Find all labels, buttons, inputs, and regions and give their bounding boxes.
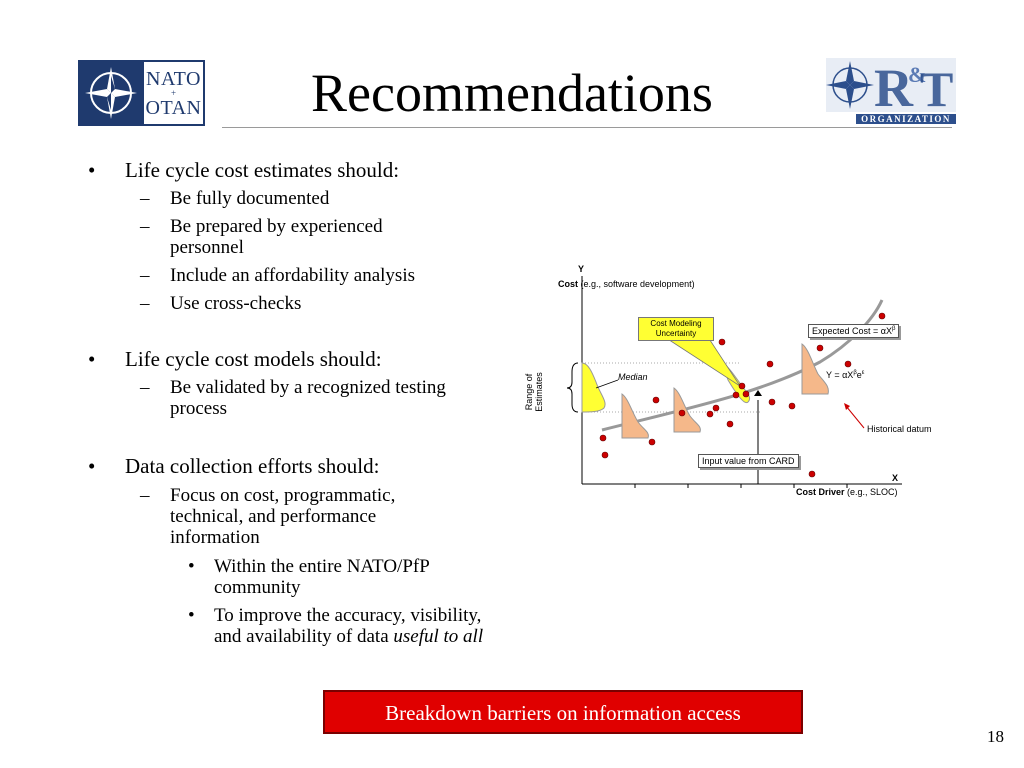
sub-bullet-text: Be validated by a recognized testing pro… [170, 377, 446, 419]
y-axis-label-bold: Cost [558, 279, 578, 289]
uncertainty-line2: Uncertainty [655, 329, 697, 338]
sub-bullet-text: Be fully documented [170, 188, 330, 209]
historical-point [742, 390, 750, 398]
input-arrow-head [754, 390, 762, 396]
expected-cost-sup: β [892, 326, 896, 332]
uncertainty-line1: Cost Modeling [650, 319, 702, 328]
historical-point [878, 312, 886, 320]
y-axis-letter: Y [578, 264, 585, 274]
svg-text:&: & [908, 62, 926, 87]
model-sup2: ε [861, 370, 865, 376]
x-axis-label-bold: Cost Driver [796, 487, 845, 497]
historical-datum-arrow [845, 405, 865, 429]
x-axis-label-rest: (e.g., SLOC) [847, 487, 898, 497]
bullet-dot: • [88, 158, 96, 182]
rt-compass-icon [826, 61, 874, 109]
historical-point [718, 338, 726, 346]
nato-logo-line2: OTAN [145, 96, 202, 119]
range-label-line2: Estimates [533, 372, 544, 412]
distribution-orange [673, 387, 701, 433]
rt-organization-logo: R & T ORGANIZATION [826, 56, 956, 124]
range-brace [566, 362, 579, 413]
bullet-2-text: Life cycle cost models should: [125, 347, 382, 371]
sub-sub-bullet-plain: To improve the accuracy, visibility, and… [214, 605, 482, 647]
distribution-orange [621, 393, 649, 439]
rt-logo-subtitle: ORGANIZATION [856, 114, 956, 124]
median-label: Median [618, 372, 648, 382]
nato-logo-separator: + [170, 87, 177, 98]
historical-point [599, 434, 607, 442]
median-pointer [595, 379, 619, 389]
historical-point [652, 396, 660, 404]
historical-point [738, 382, 746, 390]
sub-bullet-text: Include an affordability analysis [170, 265, 415, 286]
nato-logo-line1: NATO [146, 67, 201, 90]
cost-estimating-diagram: Y Cost (e.g., software development) X Co… [524, 262, 950, 502]
range-of-estimates-label: Range of Estimates [524, 372, 544, 412]
model-sup1: β [853, 370, 857, 376]
y-axis-label-rest: (e.g., software development) [580, 279, 695, 289]
historical-point [808, 470, 816, 478]
cost-modeling-uncertainty-box: Cost Modeling Uncertainty [638, 317, 714, 341]
expected-cost-box: Expected Cost = αXβ [808, 324, 900, 338]
x-axis-letter: X [892, 473, 899, 483]
model-mid: e [856, 370, 862, 380]
historical-point [816, 344, 824, 352]
historical-point [788, 402, 796, 410]
range-label-line1: Range of [523, 373, 534, 411]
nato-compass-icon [85, 67, 137, 119]
historical-point [732, 391, 740, 399]
sub-bullet-text: Use cross-checks [170, 293, 302, 314]
nato-logo-text: NATO + OTAN [142, 60, 205, 126]
x-axis-label: Cost Driver (e.g., SLOC) [796, 487, 898, 497]
historical-point [678, 409, 686, 417]
historical-arrow-head [844, 403, 850, 410]
nato-logo: NATO + OTAN [78, 60, 205, 126]
historical-point [706, 410, 714, 418]
historical-point [648, 438, 656, 446]
historical-point [768, 398, 776, 406]
sub-sub-bullet-text: To improve the accuracy, visibility, and… [214, 605, 484, 647]
uncertainty-pointer [658, 333, 741, 387]
historical-point [726, 420, 734, 428]
title-divider [222, 127, 952, 128]
sub-bullet-text: Focus on cost, programmatic, technical, … [170, 485, 396, 548]
call-to-action-banner: Breakdown barriers on information access [323, 690, 803, 734]
svg-text:R: R [874, 58, 914, 114]
historical-datum-label: Historical datum [867, 424, 932, 434]
historical-point [712, 404, 720, 412]
rt-logo-graphic: R & T [826, 58, 956, 118]
slide-title: Recommendations [311, 63, 713, 123]
y-axis-label: Cost (e.g., software development) [558, 279, 695, 289]
model-equation-label: Y = αXβeε [826, 370, 864, 380]
input-value-box: Input value from CARD [698, 454, 799, 468]
historical-point [844, 360, 852, 368]
sub-sub-bullet-text: Within the entire NATO/PfP community [214, 556, 430, 598]
sub-bullet-text: Be prepared by experienced personnel [170, 216, 383, 258]
historical-point [601, 451, 609, 459]
historical-point [766, 360, 774, 368]
bullet-1-text: Life cycle cost estimates should: [125, 158, 400, 182]
sub-sub-bullet-emphasis: useful to all [393, 626, 484, 647]
bullet-3-text: Data collection efforts should: [125, 454, 380, 478]
model-prefix: Y = αX [826, 370, 854, 380]
distribution-orange [801, 343, 829, 395]
svg-text:T: T [920, 61, 953, 114]
estimate-distribution-yellow [581, 362, 606, 413]
expected-cost-prefix: Expected Cost = αX [812, 326, 892, 336]
page-number: 18 [987, 727, 1004, 746]
